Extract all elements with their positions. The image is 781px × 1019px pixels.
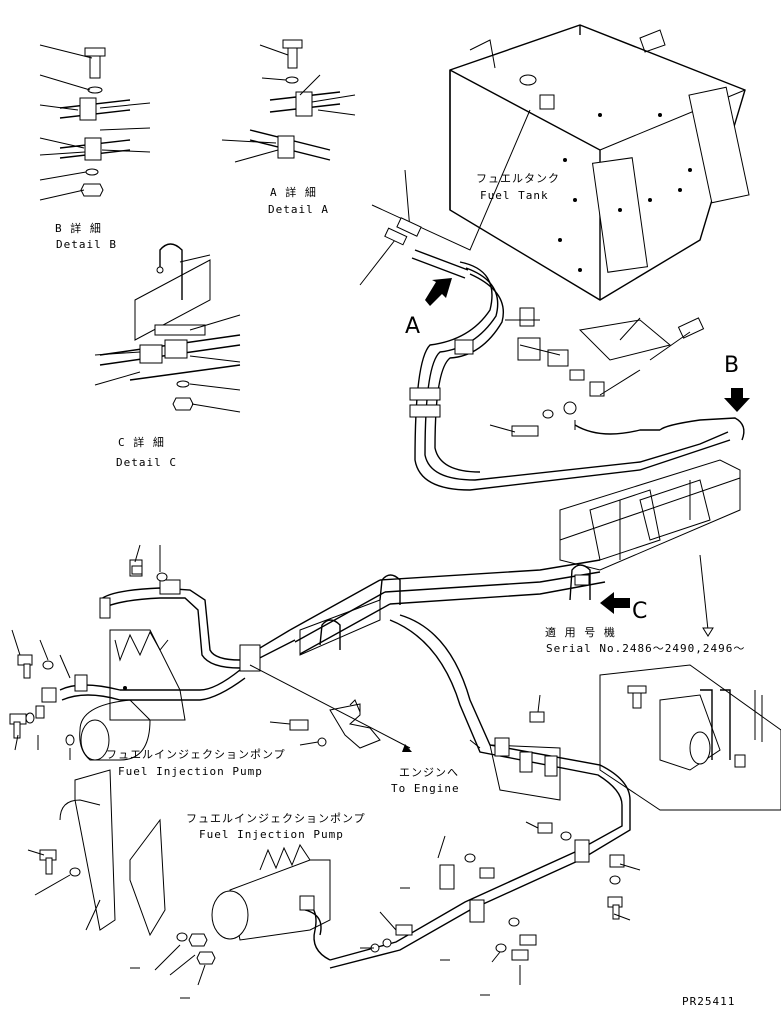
- lower-pump-en-label: Fuel Injection Pump: [199, 828, 344, 841]
- detail-c-en-label: Detail C: [116, 456, 177, 469]
- upper-pump-jp-label: フュエルインジェクションポンプ: [106, 748, 286, 761]
- view-c-label: C: [632, 599, 647, 624]
- engine-en-label: To Engine: [391, 782, 460, 795]
- fuel-line-bundle: [409, 261, 745, 491]
- lower-fasteners: [130, 821, 641, 999]
- frame-rail: [289, 459, 741, 656]
- view-b-arrow: [724, 388, 750, 412]
- fuel-tank: [449, 24, 750, 301]
- engine-jp-label: エンジンへ: [399, 766, 459, 779]
- detail-b-en-label: Detail B: [56, 238, 117, 251]
- serial-jp-label: 適 用 号 機: [545, 625, 616, 639]
- tank-fittings: [384, 217, 705, 437]
- view-c-arrow: [600, 592, 630, 614]
- detail-b-drawing: [39, 44, 151, 201]
- lower-pump-assembly: [27, 769, 331, 986]
- upper-pump-assembly: [9, 544, 296, 761]
- fuel-tank-en-label: Fuel Tank: [480, 189, 549, 202]
- detail-c-drawing: [94, 243, 241, 413]
- view-a-arrow: [425, 278, 452, 306]
- lower-pump-jp-label: フュエルインジェクションポンプ: [186, 812, 366, 825]
- detail-a-en-label: Detail A: [268, 203, 329, 216]
- view-b-label: B: [724, 353, 739, 378]
- part-code-label: PR25411: [682, 995, 735, 1008]
- detail-a-jp-label: A 詳 細: [270, 185, 317, 199]
- view-a-label: A: [405, 314, 420, 339]
- detail-a-drawing: [221, 39, 356, 163]
- upper-pump-en-label: Fuel Injection Pump: [118, 765, 263, 778]
- detail-c-jp-label: C 詳 細: [118, 435, 165, 449]
- serial-detail-inset: [599, 664, 781, 811]
- lower-pipe-run: [329, 614, 631, 969]
- serial-en-label: Serial No.2486～2490,2496～: [546, 642, 745, 655]
- engine-connector: [249, 664, 412, 752]
- fuel-tank-jp-label: フュエルタンク: [476, 172, 560, 185]
- detail-b-jp-label: B 詳 細: [55, 221, 102, 235]
